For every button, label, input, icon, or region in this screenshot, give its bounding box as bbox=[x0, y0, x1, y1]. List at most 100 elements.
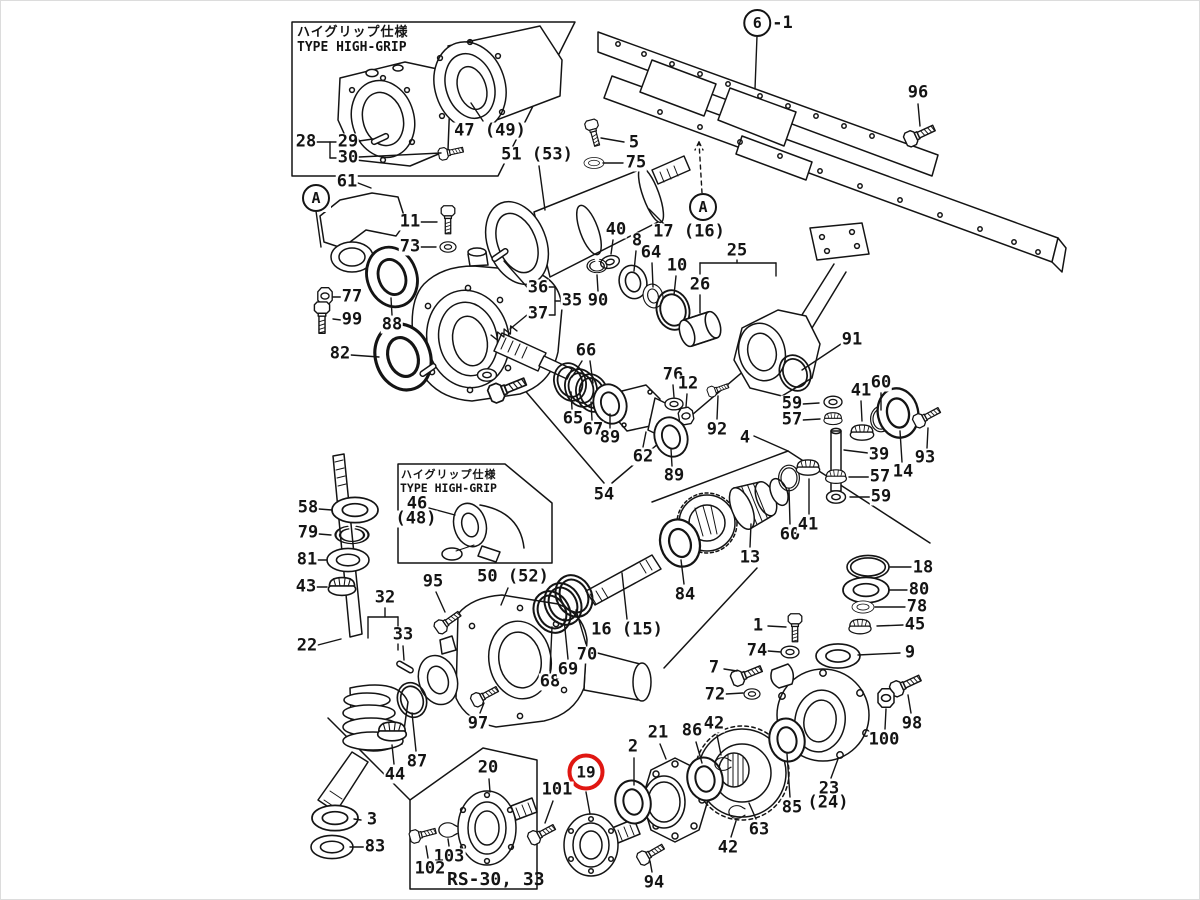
callout-72: 72 bbox=[703, 684, 727, 705]
callout-text: 40 bbox=[605, 219, 627, 240]
callout-50-52: 50 (52) bbox=[476, 568, 550, 586]
callout-text: 68 bbox=[539, 671, 561, 692]
callout-91: 91 bbox=[840, 329, 864, 350]
callout-text: 60 bbox=[870, 372, 892, 393]
callout-35: 35 bbox=[560, 290, 584, 311]
callout-45: 45 bbox=[903, 614, 927, 635]
callout-text: 35 bbox=[561, 290, 583, 311]
callout-22: 22 bbox=[295, 637, 319, 655]
gear-cluster-art bbox=[676, 427, 842, 554]
callout-text: 96 bbox=[907, 82, 929, 103]
callout-text: 102 bbox=[414, 858, 446, 879]
callout-59: 59 bbox=[869, 488, 893, 506]
inset1-title-japanese: ハイグリップ仕様 bbox=[297, 25, 409, 40]
callout-suffix: -1 bbox=[772, 12, 793, 33]
callout-33: 33 bbox=[391, 626, 415, 644]
callout-59: 59 bbox=[780, 395, 804, 413]
callout-63: 63 bbox=[747, 819, 771, 840]
callout-51-53: 51 (53) bbox=[500, 144, 574, 165]
callout-text: 70 bbox=[576, 644, 598, 665]
callout-30: 30 bbox=[336, 149, 360, 167]
callout-text: 85 bbox=[781, 797, 803, 818]
callout-36: 36 bbox=[526, 279, 550, 297]
callout-text: 72 bbox=[704, 684, 726, 705]
callout-10: 10 bbox=[665, 257, 689, 275]
callout-73: 73 bbox=[398, 238, 422, 256]
callout-text: (24) bbox=[807, 792, 849, 813]
callout-text: 60 bbox=[779, 524, 801, 545]
callout-text: 57 bbox=[781, 409, 803, 430]
callout-78: 78 bbox=[905, 598, 929, 616]
reference-circle: A bbox=[302, 184, 330, 212]
callout-69: 69 bbox=[556, 659, 580, 680]
callout-48: (48) bbox=[394, 508, 438, 529]
callout-99: 99 bbox=[340, 311, 364, 329]
callout-66: 66 bbox=[574, 342, 598, 360]
callout-21: 21 bbox=[646, 724, 670, 742]
callout-text: 9 bbox=[904, 642, 916, 663]
callout-17-16: 17 (16) bbox=[652, 221, 726, 242]
inset2-title-english: TYPE HIGH-GRIP bbox=[400, 481, 497, 495]
callout-text: 4 bbox=[739, 427, 751, 448]
callout-text: 44 bbox=[384, 764, 406, 785]
callout-text: 90 bbox=[587, 290, 609, 311]
callout-40: 40 bbox=[604, 219, 628, 240]
callout-9: 9 bbox=[903, 642, 917, 663]
callout-text: 17 (16) bbox=[653, 221, 725, 242]
callout-text: (48) bbox=[395, 508, 437, 529]
callout-94: 94 bbox=[642, 874, 666, 892]
callout-82: 82 bbox=[328, 345, 352, 363]
inset-box-1 bbox=[291, 21, 576, 177]
callout-70: 70 bbox=[575, 644, 599, 665]
callout-47-49: 47 (49) bbox=[453, 120, 527, 141]
callout-text: 37 bbox=[527, 303, 549, 324]
callout-text: 80 bbox=[908, 579, 930, 600]
callout-13: 13 bbox=[738, 549, 762, 567]
callout-88: 88 bbox=[380, 316, 404, 334]
callout-text: 45 bbox=[904, 614, 926, 635]
callout-a: A bbox=[301, 184, 331, 212]
callout-text: 93 bbox=[914, 447, 936, 468]
callout-text: 91 bbox=[841, 329, 863, 350]
callout-text: 23 bbox=[818, 778, 840, 799]
callout-text: 47 (49) bbox=[454, 120, 526, 141]
callout-64: 64 bbox=[639, 242, 663, 263]
leader-lines bbox=[315, 35, 929, 873]
callout-text: 69 bbox=[557, 659, 579, 680]
callout-text: 51 (53) bbox=[501, 144, 573, 165]
callout-text: 20 bbox=[477, 757, 499, 778]
callout-text: 63 bbox=[748, 819, 770, 840]
callout-86: 86 bbox=[680, 722, 704, 740]
callout-54: 54 bbox=[592, 486, 616, 504]
callout-84: 84 bbox=[673, 586, 697, 604]
model-label: RS-30, 33 bbox=[447, 869, 545, 890]
callout-text: 26 bbox=[689, 274, 711, 295]
callout-57: 57 bbox=[780, 409, 804, 430]
callout-2: 2 bbox=[626, 738, 640, 756]
callout-text: 64 bbox=[640, 242, 662, 263]
callout-98: 98 bbox=[900, 715, 924, 733]
diff-housing-art bbox=[770, 663, 870, 762]
callout-text: 39 bbox=[868, 444, 890, 465]
callout-3: 3 bbox=[365, 811, 379, 829]
callout-text: 42 bbox=[717, 837, 739, 858]
callout-12: 12 bbox=[676, 375, 700, 393]
callout-text: 100 bbox=[868, 729, 900, 750]
callout-97: 97 bbox=[466, 715, 490, 733]
callout-text: 74 bbox=[746, 640, 768, 661]
callout-6: 6-1 bbox=[742, 9, 794, 37]
callout-79: 79 bbox=[296, 524, 320, 542]
reference-circle: A bbox=[689, 193, 717, 221]
callout-text: 1 bbox=[752, 615, 764, 636]
callout-text: 16 (15) bbox=[591, 619, 663, 640]
callout-text: 62 bbox=[632, 446, 654, 467]
callout-text: 18 bbox=[912, 557, 934, 578]
callout-101: 101 bbox=[540, 781, 574, 799]
callout-text: 32 bbox=[374, 587, 396, 608]
callout-text: 41 bbox=[797, 514, 819, 535]
callout-96: 96 bbox=[906, 82, 930, 103]
inset2-title-japanese: ハイグリップ仕様 bbox=[401, 468, 497, 481]
